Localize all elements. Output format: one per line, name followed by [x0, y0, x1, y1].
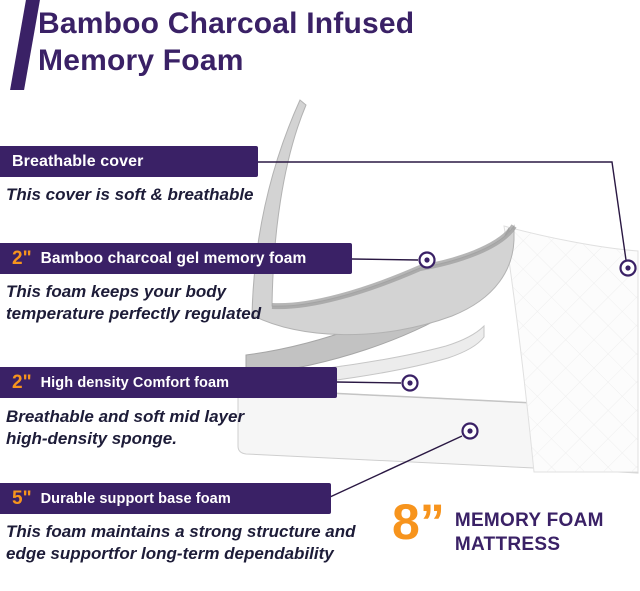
marker-comfort-foam — [401, 374, 419, 392]
connector-base-foam — [329, 435, 463, 498]
callout-label: Bamboo charcoal gel memory foam — [40, 249, 307, 267]
layer-thickness: 2" — [12, 372, 32, 393]
callout-bar-gel-memory-foam: 2" Bamboo charcoal gel memory foam — [0, 243, 352, 274]
layer-thickness: 5" — [12, 488, 32, 509]
connector-comfort-foam — [335, 381, 402, 384]
callout-desc-gel-memory-foam: This foam keeps your body temperature pe… — [6, 282, 262, 324]
layer-thickness: 2" — [12, 248, 32, 269]
quilted-cover-texture — [504, 226, 638, 472]
callout-label: Breathable cover — [12, 152, 144, 170]
callout-label: Durable support base foam — [40, 490, 231, 507]
callout-desc-breathable-cover: This cover is soft & breathable — [6, 185, 254, 204]
mattress-height: 8” — [392, 494, 445, 550]
top-cover-layer — [251, 99, 515, 336]
callout-bar-base-foam: 5" Durable support base foam — [0, 483, 331, 514]
marker-base-foam — [461, 422, 479, 440]
page-title: Bamboo Charcoal Infused Memory Foam — [38, 7, 415, 77]
mattress-type-label: MEMORY FOAM MATTRESS — [454, 510, 604, 555]
top-cover-inner-shadow — [271, 224, 517, 310]
callout-bar-comfort-foam: 2" High density Comfort foam — [0, 367, 337, 398]
callout-bar-breathable-cover: Breathable cover — [0, 146, 258, 177]
product-size: 8” MEMORY FOAM MATTRESS — [392, 494, 604, 557]
connector-breathable-cover — [257, 161, 627, 261]
callout-desc-comfort-foam: Breathable and soft mid layer high-densi… — [6, 407, 245, 449]
callout-label: High density Comfort foam — [40, 374, 230, 391]
marker-breathable-cover — [619, 259, 637, 277]
marker-gel-memory-foam — [418, 251, 436, 269]
callout-desc-base-foam: This foam maintains a strong structure a… — [6, 522, 356, 564]
connector-gel-memory-foam — [351, 258, 419, 261]
